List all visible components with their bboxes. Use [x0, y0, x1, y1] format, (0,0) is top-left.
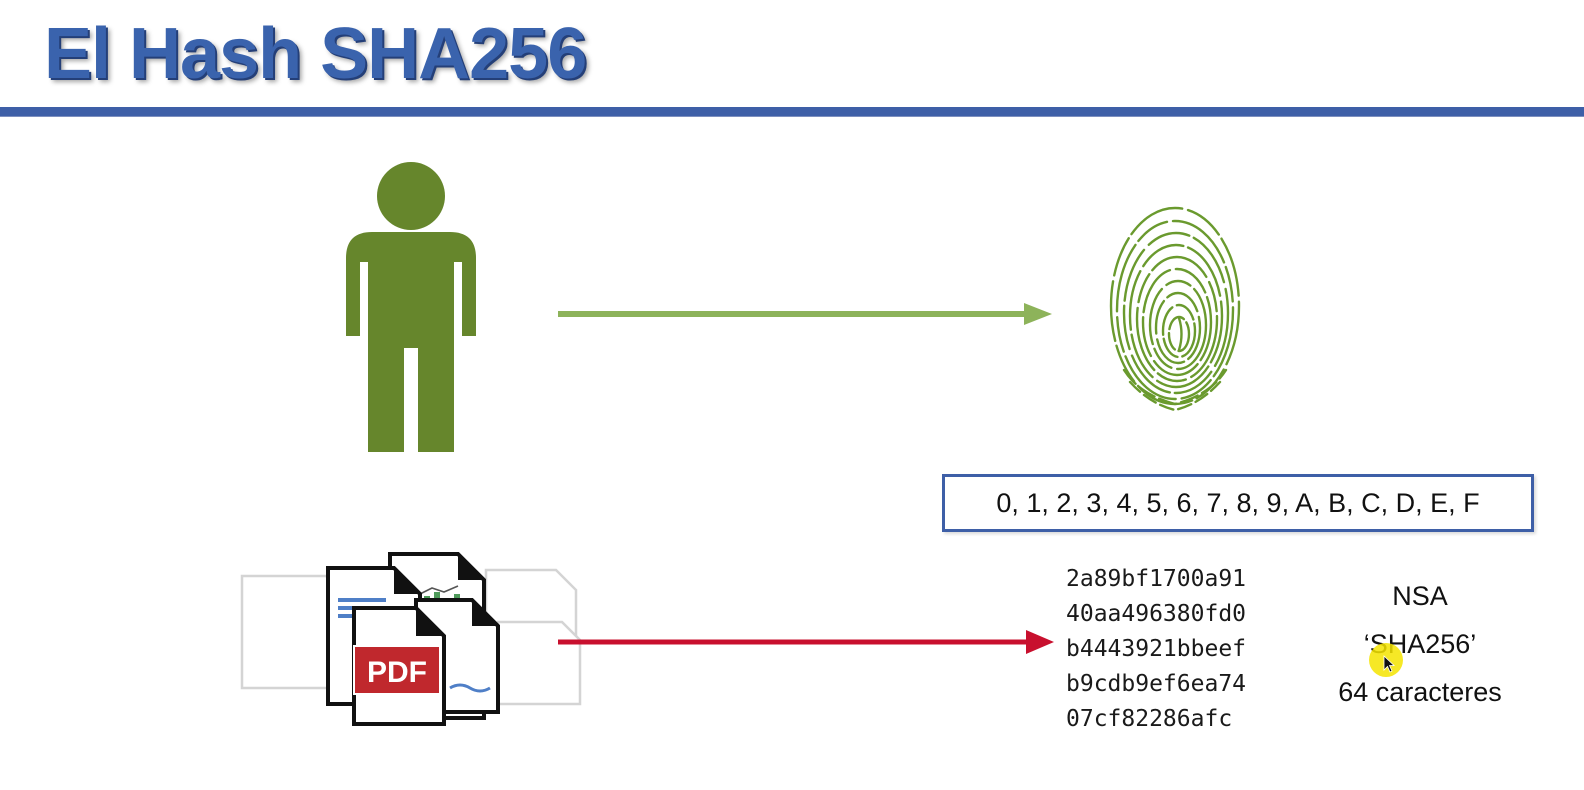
algorithm-label: ‘SHA256’: [1363, 629, 1477, 659]
hash-line: b9cdb9ef6ea74: [1066, 671, 1247, 697]
person-icon: [346, 162, 476, 452]
hash-line: b4443921bbeef: [1066, 636, 1247, 662]
slide-title: El Hash SHA256: [44, 14, 587, 94]
hash-line: 40aa496380fd0: [1066, 601, 1247, 627]
red-arrow: [558, 630, 1054, 654]
pdf-documents-icon: PDF: [240, 552, 582, 726]
title-divider: [0, 107, 1584, 116]
green-arrow: [558, 303, 1052, 325]
length-label: 64 caracteres: [1338, 677, 1502, 707]
hash-info-labels: NSA ‘SHA256’ 64 caracteres: [1300, 572, 1540, 716]
hash-line: 2a89bf1700a91: [1066, 566, 1247, 592]
hex-alphabet-box: 0, 1, 2, 3, 4, 5, 6, 7, 8, 9, A, B, C, D…: [942, 474, 1534, 532]
fingerprint-icon: [1109, 206, 1241, 412]
agency-label: NSA: [1392, 581, 1448, 611]
hash-line: 07cf82286afc: [1066, 706, 1233, 732]
pdf-badge: PDF: [367, 656, 427, 689]
mouse-pointer-icon: [1369, 643, 1403, 677]
hash-output: 2a89bf1700a91 40aa496380fd0 b4443921bbee…: [1066, 562, 1246, 737]
